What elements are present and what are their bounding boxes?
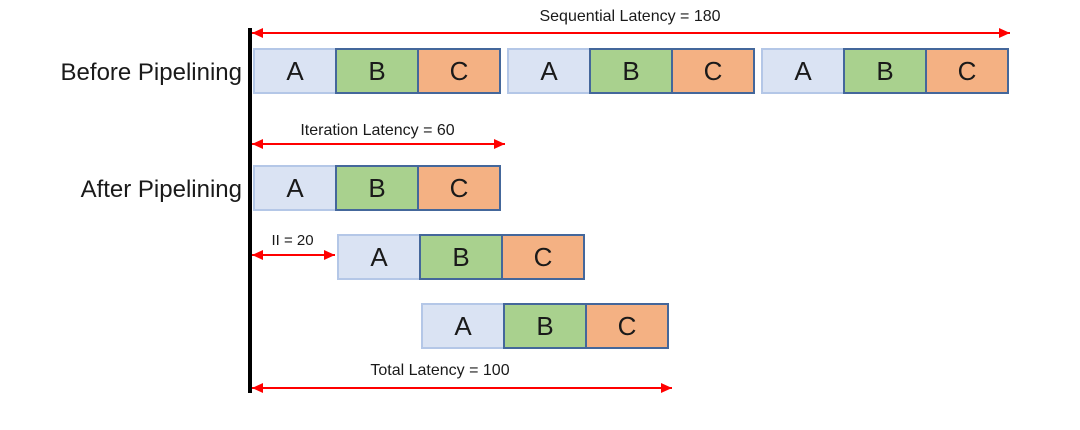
stage-c-block: C — [671, 48, 755, 94]
stage-b-block: B — [843, 48, 927, 94]
after-iteration-1: A B C — [253, 165, 501, 211]
after-iteration-2: A B C — [337, 234, 585, 280]
stage-b-block: B — [503, 303, 587, 349]
stage-a-block: A — [337, 234, 421, 280]
stage-a-block: A — [761, 48, 845, 94]
before-pipelining-label: Before Pipelining — [60, 59, 242, 86]
after-pipelining-label: After Pipelining — [80, 176, 242, 203]
before-iteration-1: A B C — [253, 48, 501, 94]
stage-a-block: A — [253, 165, 337, 211]
after-iteration-3: A B C — [421, 303, 669, 349]
total-latency-arrow — [252, 383, 672, 393]
stage-b-block: B — [589, 48, 673, 94]
stage-a-block: A — [507, 48, 591, 94]
stage-c-block: C — [417, 48, 501, 94]
stage-c-block: C — [501, 234, 585, 280]
before-iteration-3: A B C — [761, 48, 1009, 94]
sequential-latency-label: Sequential Latency = 180 — [539, 8, 721, 25]
stage-a-block: A — [421, 303, 505, 349]
total-latency-label: Total Latency = 100 — [370, 362, 510, 379]
initiation-interval-arrow — [252, 250, 335, 260]
stage-c-block: C — [417, 165, 501, 211]
sequential-latency-arrow — [252, 28, 1010, 38]
stage-a-block: A — [253, 48, 337, 94]
stage-c-block: C — [925, 48, 1009, 94]
time-axis-line — [248, 28, 252, 393]
iteration-latency-label: Iteration Latency = 60 — [300, 122, 455, 139]
stage-b-block: B — [419, 234, 503, 280]
iteration-latency-arrow — [252, 139, 505, 149]
before-iteration-2: A B C — [507, 48, 755, 94]
initiation-interval-label: II = 20 — [271, 232, 314, 249]
stage-b-block: B — [335, 48, 419, 94]
stage-b-block: B — [335, 165, 419, 211]
stage-c-block: C — [585, 303, 669, 349]
